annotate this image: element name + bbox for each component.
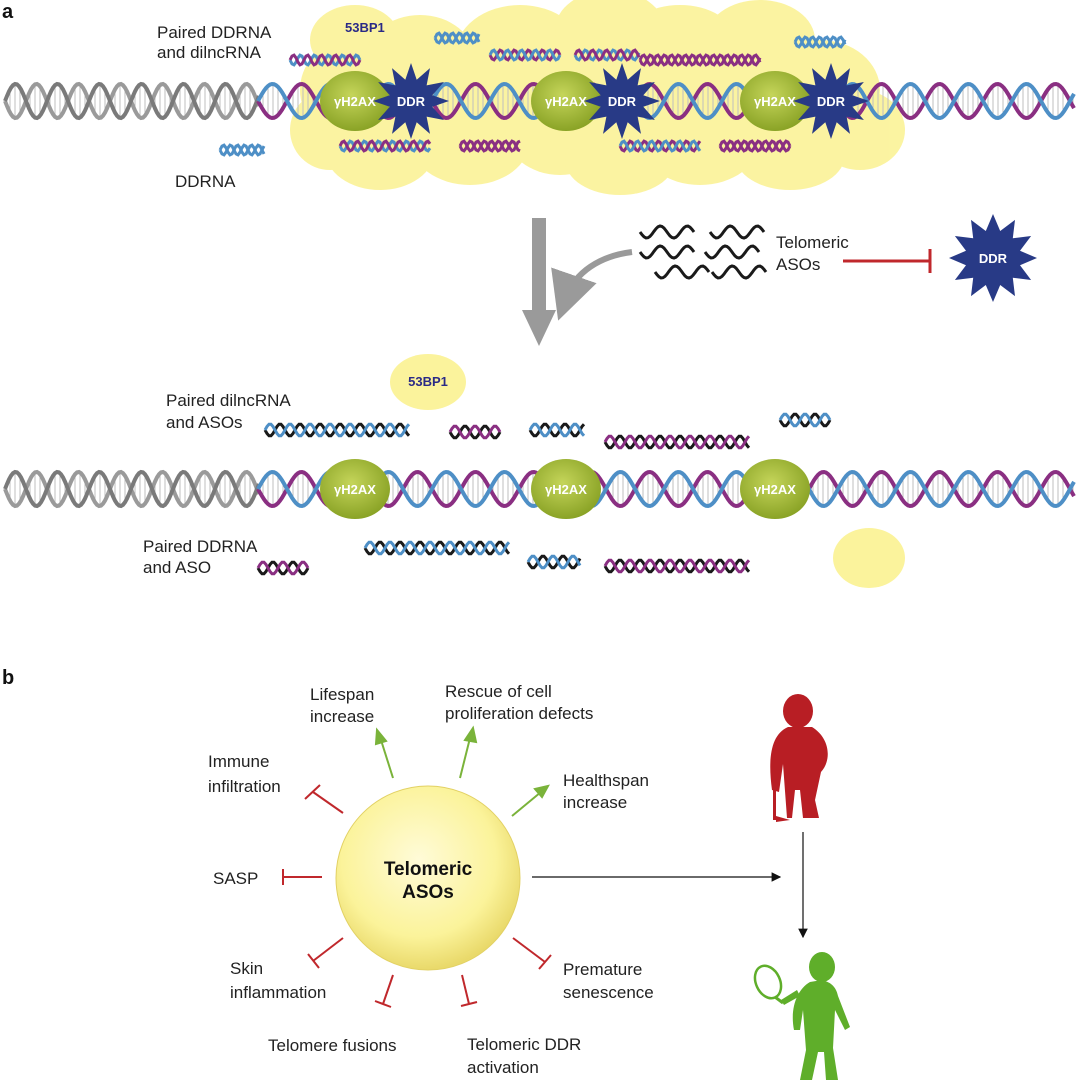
panel-b-label: b [2, 667, 14, 689]
telomeric-asos-label-1: Telomeric [776, 233, 849, 252]
center-label-1: Telomeric [384, 859, 473, 880]
immune-label-1: Immune [208, 752, 269, 771]
paired-ddrna-label-2: and dilncRNA [157, 43, 262, 62]
paired-ddrna-aso-label-1: Paired DDRNA [143, 537, 258, 556]
telomere-fusions-label: Telomere fusions [268, 1036, 397, 1055]
healthspan-label-1: Healthspan [563, 771, 649, 790]
ddrna-label: DDRNA [175, 172, 236, 191]
gamma-h2ax-label: γH2AX [545, 482, 587, 497]
ddr-star-middle [949, 214, 1037, 302]
ddr-label-middle: DDR [979, 251, 1008, 266]
outcome-arrows [532, 832, 808, 939]
damage-foci-top: γH2AX DDR γH2AX DDR γH2AX DDR [320, 63, 869, 139]
telomeric-asos-sphere [335, 785, 521, 971]
rescue-label-1: Rescue of cell [445, 682, 552, 701]
skin-label-2: inflammation [230, 983, 326, 1002]
healthspan-label-2: increase [563, 793, 627, 812]
inhibit-arrows [282, 784, 552, 1008]
free-53bp1-sphere [833, 528, 905, 588]
inhibition-arrow [843, 249, 932, 273]
ddr-activation-label-2: activation [467, 1058, 539, 1077]
premature-label-1: Premature [563, 960, 642, 979]
immune-label-2: infiltration [208, 777, 281, 796]
paired-ddrna-aso-label-2: and ASO [143, 558, 211, 577]
promote-arrows [374, 725, 550, 817]
sasp-label: SASP [213, 869, 258, 888]
gamma-h2ax-label: γH2AX [545, 94, 587, 109]
paired-dilncrna-label-2: and ASOs [166, 413, 243, 432]
53bp1-label-top: 53BP1 [345, 20, 385, 35]
gamma-h2ax-label: γH2AX [754, 94, 796, 109]
gamma-h2ax-label: γH2AX [754, 482, 796, 497]
53bp1-label-bottom: 53BP1 [408, 374, 448, 389]
rescue-label-2: proliferation defects [445, 704, 593, 723]
elderly-person-icon [770, 694, 828, 822]
gamma-h2ax-label: γH2AX [334, 482, 376, 497]
ddr-label: DDR [608, 94, 637, 109]
dna-double-helix-bottom [3, 469, 1076, 509]
telomeric-asos-label-2: ASOs [776, 255, 820, 274]
center-label-2: ASOs [402, 882, 454, 903]
active-person-icon [753, 952, 850, 1080]
paired-ddrna-label-1: Paired DDRNA [157, 23, 272, 42]
paired-dilncrna-label-1: Paired dilncRNA [166, 391, 291, 410]
gamma-h2ax-foci-bottom: γH2AX γH2AX γH2AX [320, 459, 810, 519]
lifespan-label-1: Lifespan [310, 685, 374, 704]
skin-label-1: Skin [230, 959, 263, 978]
ddr-label: DDR [397, 94, 426, 109]
ddr-activation-label-1: Telomeric DDR [467, 1035, 581, 1054]
premature-label-2: senescence [563, 983, 654, 1002]
53bp1-sphere-bottom [390, 354, 466, 410]
gamma-h2ax-label: γH2AX [334, 94, 376, 109]
rna-aso-duplexes-bottom [256, 412, 832, 576]
telomeric-asos-cluster [638, 224, 768, 280]
ddr-label: DDR [817, 94, 846, 109]
transition-arrow [522, 218, 633, 346]
panel-a-label: a [2, 1, 14, 23]
rna-strands-top [218, 31, 847, 157]
lifespan-label-2: increase [310, 707, 374, 726]
